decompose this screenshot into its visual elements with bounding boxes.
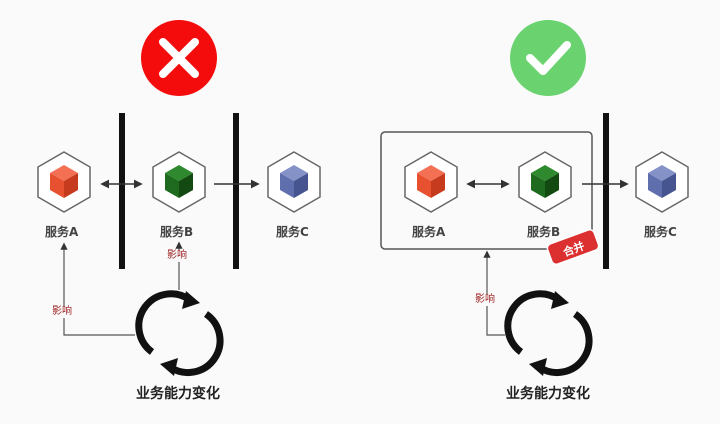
service-b-cube-icon [152,151,206,213]
service-c-label-right: 服务C [644,225,677,239]
service-a-label-right: 服务A [412,225,446,239]
correct-status-icon [510,20,586,96]
service-b-label: 服务B [160,225,194,239]
service-c-cube-icon-right [635,151,689,213]
service-boundary-left-2 [233,113,239,269]
service-b-cube-icon-right [518,151,572,213]
refresh-cycle-icon-right [504,290,593,377]
business-change-label-right: 业务能力变化 [506,386,590,402]
effect-line-to-a [60,242,135,336]
service-boundary-right [603,113,609,269]
refresh-cycle-icon [135,290,224,377]
service-b-label-right: 服务B [527,225,561,239]
service-boundary-left-1 [119,113,125,269]
effect-label-merged: 影响 [475,294,495,306]
business-change-label: 业务能力变化 [136,386,220,402]
check-icon [526,41,571,75]
service-a-cube-icon-right [404,151,458,213]
effect-label-a: 影响 [52,306,72,318]
effect-label-b: 影响 [167,250,187,262]
service-c-label: 服务C [276,225,309,239]
check-circle [510,20,586,96]
service-a-label: 服务A [45,225,79,239]
wrong-status-icon [141,20,217,96]
service-c-cube-icon [267,151,321,213]
effect-line-to-merged [483,250,505,336]
service-a-cube-icon [37,151,91,213]
